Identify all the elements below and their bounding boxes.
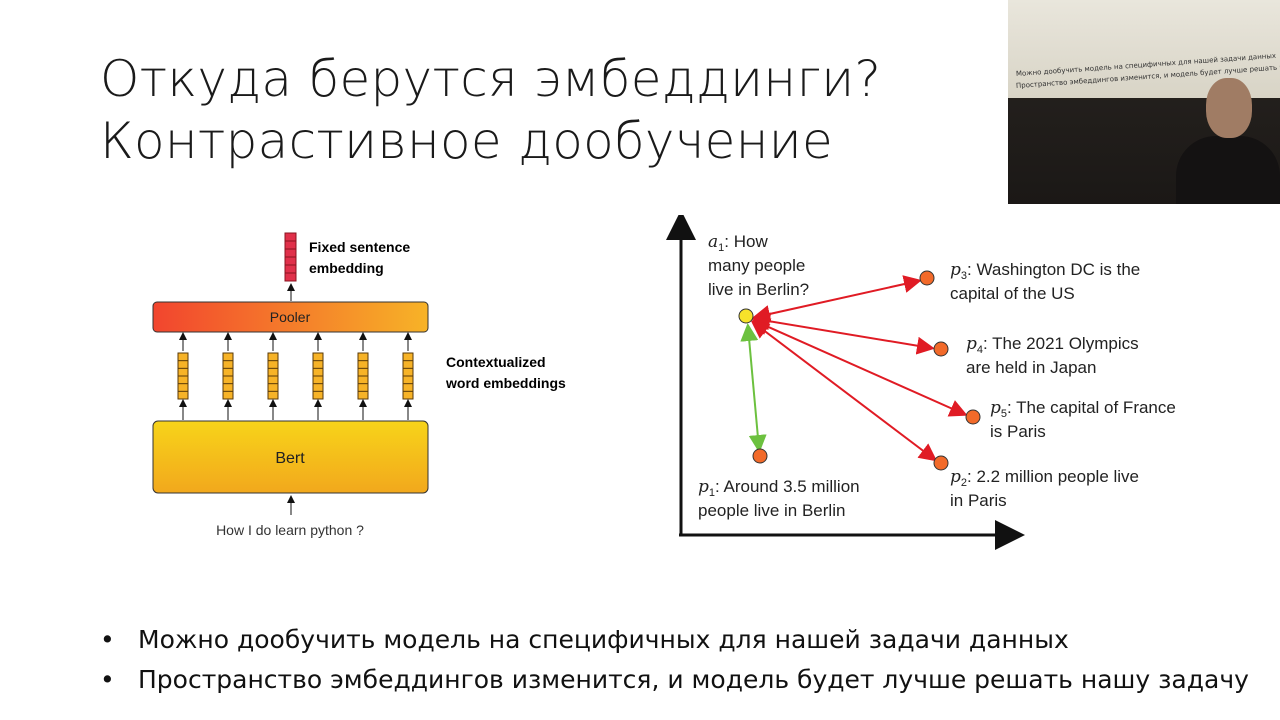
- point-p3: [919, 270, 935, 286]
- bullet-dot: •: [100, 625, 115, 654]
- svg-text:people live in Berlin: people live in Berlin: [698, 501, 845, 520]
- svg-text:many people: many people: [708, 256, 805, 275]
- bullet-text: Можно дообучить модель на специфичных дл…: [138, 625, 1069, 654]
- point-p5: [965, 409, 981, 425]
- token-embedding-vector: [267, 332, 279, 420]
- label-p1: p1: Around 3.5 million people live in Be…: [698, 477, 860, 520]
- svg-text:p5: The capital of France: p5: The capital of France: [990, 398, 1176, 420]
- point-p2: [933, 455, 949, 471]
- bullet-dot: •: [100, 665, 115, 694]
- bert-box: [152, 420, 429, 494]
- svg-text:in Paris: in Paris: [950, 491, 1007, 510]
- presenter-head: [1206, 78, 1252, 138]
- embedding-space-diagram: a1: How many people live in Berlin? p3: …: [666, 215, 1176, 550]
- arrow-a1-p5: [751, 318, 968, 417]
- point-p1: [752, 448, 768, 464]
- token-embedding-vector: [312, 332, 324, 420]
- bullet-text: Пространство эмбеддингов изменится, и мо…: [138, 665, 1249, 694]
- label-p2: p2: 2.2 million people live in Paris: [950, 467, 1139, 510]
- token-embedding-vector: [177, 332, 189, 420]
- token-embedding-vector: [357, 332, 369, 420]
- bert-label: Bert: [275, 450, 305, 467]
- slide-title: Откуда берутся эмбеддинги? Контрастивное…: [100, 48, 881, 172]
- svg-text:p2: 2.2 million people live: p2: 2.2 million people live: [950, 467, 1139, 489]
- fixed-embedding-label: Fixed sentence: [309, 239, 410, 255]
- label-p3: p3: Washington DC is the capital of the …: [950, 260, 1140, 303]
- bullet-item: • Пространство эмбеддингов изменится, и …: [100, 660, 1249, 700]
- svg-text:a1: How: a1: How: [708, 232, 768, 254]
- contextual-label-2: word embeddings: [445, 375, 566, 391]
- webcam-overlay: Можно дообучить модель на специфичных дл…: [1008, 0, 1280, 204]
- svg-text:live in Berlin?: live in Berlin?: [708, 280, 809, 299]
- point-a1: [738, 308, 754, 324]
- token-embedding-vector: [222, 332, 234, 420]
- slide-title-line1: Откуда берутся эмбеддинги?: [100, 50, 882, 108]
- slide-title-line2: Контрастивное дообучение: [100, 112, 834, 170]
- svg-text:are held in Japan: are held in Japan: [966, 358, 1096, 377]
- pooler-label: Pooler: [270, 309, 311, 325]
- contextual-word-embeddings: [177, 332, 414, 420]
- fixed-embedding-label-2: embedding: [309, 260, 384, 276]
- fixed-embedding-vector: [284, 232, 297, 282]
- svg-text:p4: The 2021 Olympics: p4: The 2021 Olympics: [966, 334, 1139, 356]
- arrow-a1-p2: [750, 320, 938, 462]
- arrow-a1-p3: [752, 275, 922, 323]
- token-embedding-vector: [402, 332, 414, 420]
- point-p4: [933, 341, 949, 357]
- bullet-list: • Можно дообучить модель на специфичных …: [100, 620, 1249, 700]
- label-p5: p5: The capital of France is Paris: [990, 398, 1176, 441]
- label-a1: a1: How many people live in Berlin?: [708, 232, 809, 299]
- bert-diagram: Fixed sentence embedding Pooler Contextu…: [152, 232, 566, 538]
- contextual-label: Contextualized: [446, 354, 546, 370]
- pooler-box: [152, 301, 429, 333]
- presenter-video: [1158, 72, 1280, 204]
- svg-text:capital of the US: capital of the US: [950, 284, 1075, 303]
- svg-text:is Paris: is Paris: [990, 422, 1046, 441]
- label-p4: p4: The 2021 Olympics are held in Japan: [966, 334, 1139, 377]
- bullet-item: • Можно дообучить модель на специфичных …: [100, 620, 1249, 660]
- svg-text:p3: Washington DC is the: p3: Washington DC is the: [950, 260, 1140, 282]
- input-text: How I do learn python ?: [216, 522, 364, 538]
- presenter-body: [1176, 136, 1280, 204]
- arrow-a1-p1: [740, 323, 767, 453]
- svg-text:p1: Around 3.5 million: p1: Around 3.5 million: [698, 477, 860, 499]
